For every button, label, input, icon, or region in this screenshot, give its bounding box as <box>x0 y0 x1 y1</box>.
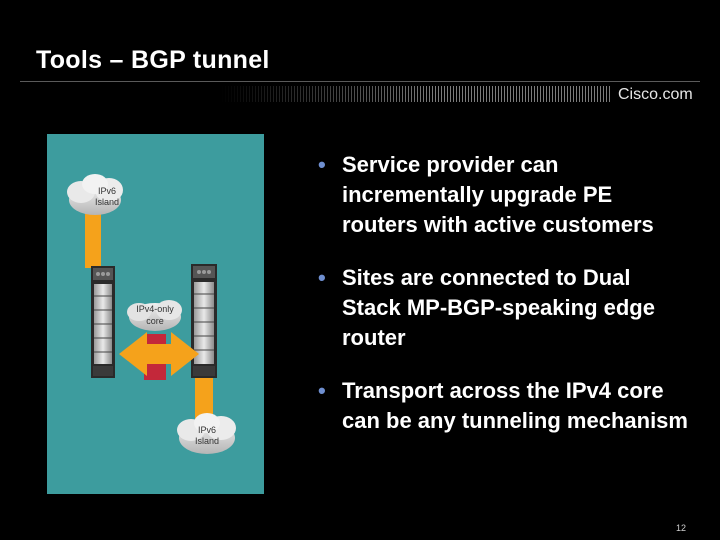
bullet-marker: • <box>318 265 326 290</box>
top-island-label-line2: Island <box>95 197 119 207</box>
top-access-link <box>85 204 101 268</box>
bottom-island-label-line1: IPv6 <box>198 425 216 435</box>
bullet-text: Sites are connected to Dual Stack MP-BGP… <box>342 265 655 350</box>
left-pe-router <box>91 266 115 378</box>
core-label-line1: IPv4-only <box>136 304 174 314</box>
top-island-label-line1: IPv6 <box>98 186 116 196</box>
core-double-arrow <box>119 332 199 376</box>
slide-title: Tools – BGP tunnel <box>36 46 270 74</box>
bullet-marker: • <box>318 378 326 403</box>
bullet-list: • Service provider can incrementally upg… <box>318 150 688 459</box>
bullet-item: • Transport across the IPv4 core can be … <box>318 376 688 436</box>
diagram-panel: IPv4-only core IPv6 Island IPv6 Island <box>47 134 264 494</box>
bullet-text: Service provider can incrementally upgra… <box>342 152 654 237</box>
right-pe-router <box>191 264 217 378</box>
bullet-item: • Service provider can incrementally upg… <box>318 150 688 240</box>
page-number: 12 <box>676 523 687 533</box>
core-cloud: IPv4-only core <box>127 300 182 331</box>
bgp-tunnel-diagram: IPv4-only core IPv6 Island IPv6 Island <box>67 174 236 454</box>
core-label-line2: core <box>146 316 164 326</box>
bullet-item: • Sites are connected to Dual Stack MP-B… <box>318 263 688 353</box>
cisco-brand-logo: Cisco.com <box>618 86 693 103</box>
bullet-text: Transport across the IPv4 core can be an… <box>342 378 688 433</box>
bottom-ipv6-island-cloud: IPv6 Island <box>177 413 236 454</box>
top-ipv6-island-cloud: IPv6 Island <box>67 174 123 215</box>
barcode-decoration <box>220 86 610 102</box>
bottom-island-label-line2: Island <box>195 436 219 446</box>
title-rule <box>20 81 700 82</box>
bullet-marker: • <box>318 152 326 177</box>
